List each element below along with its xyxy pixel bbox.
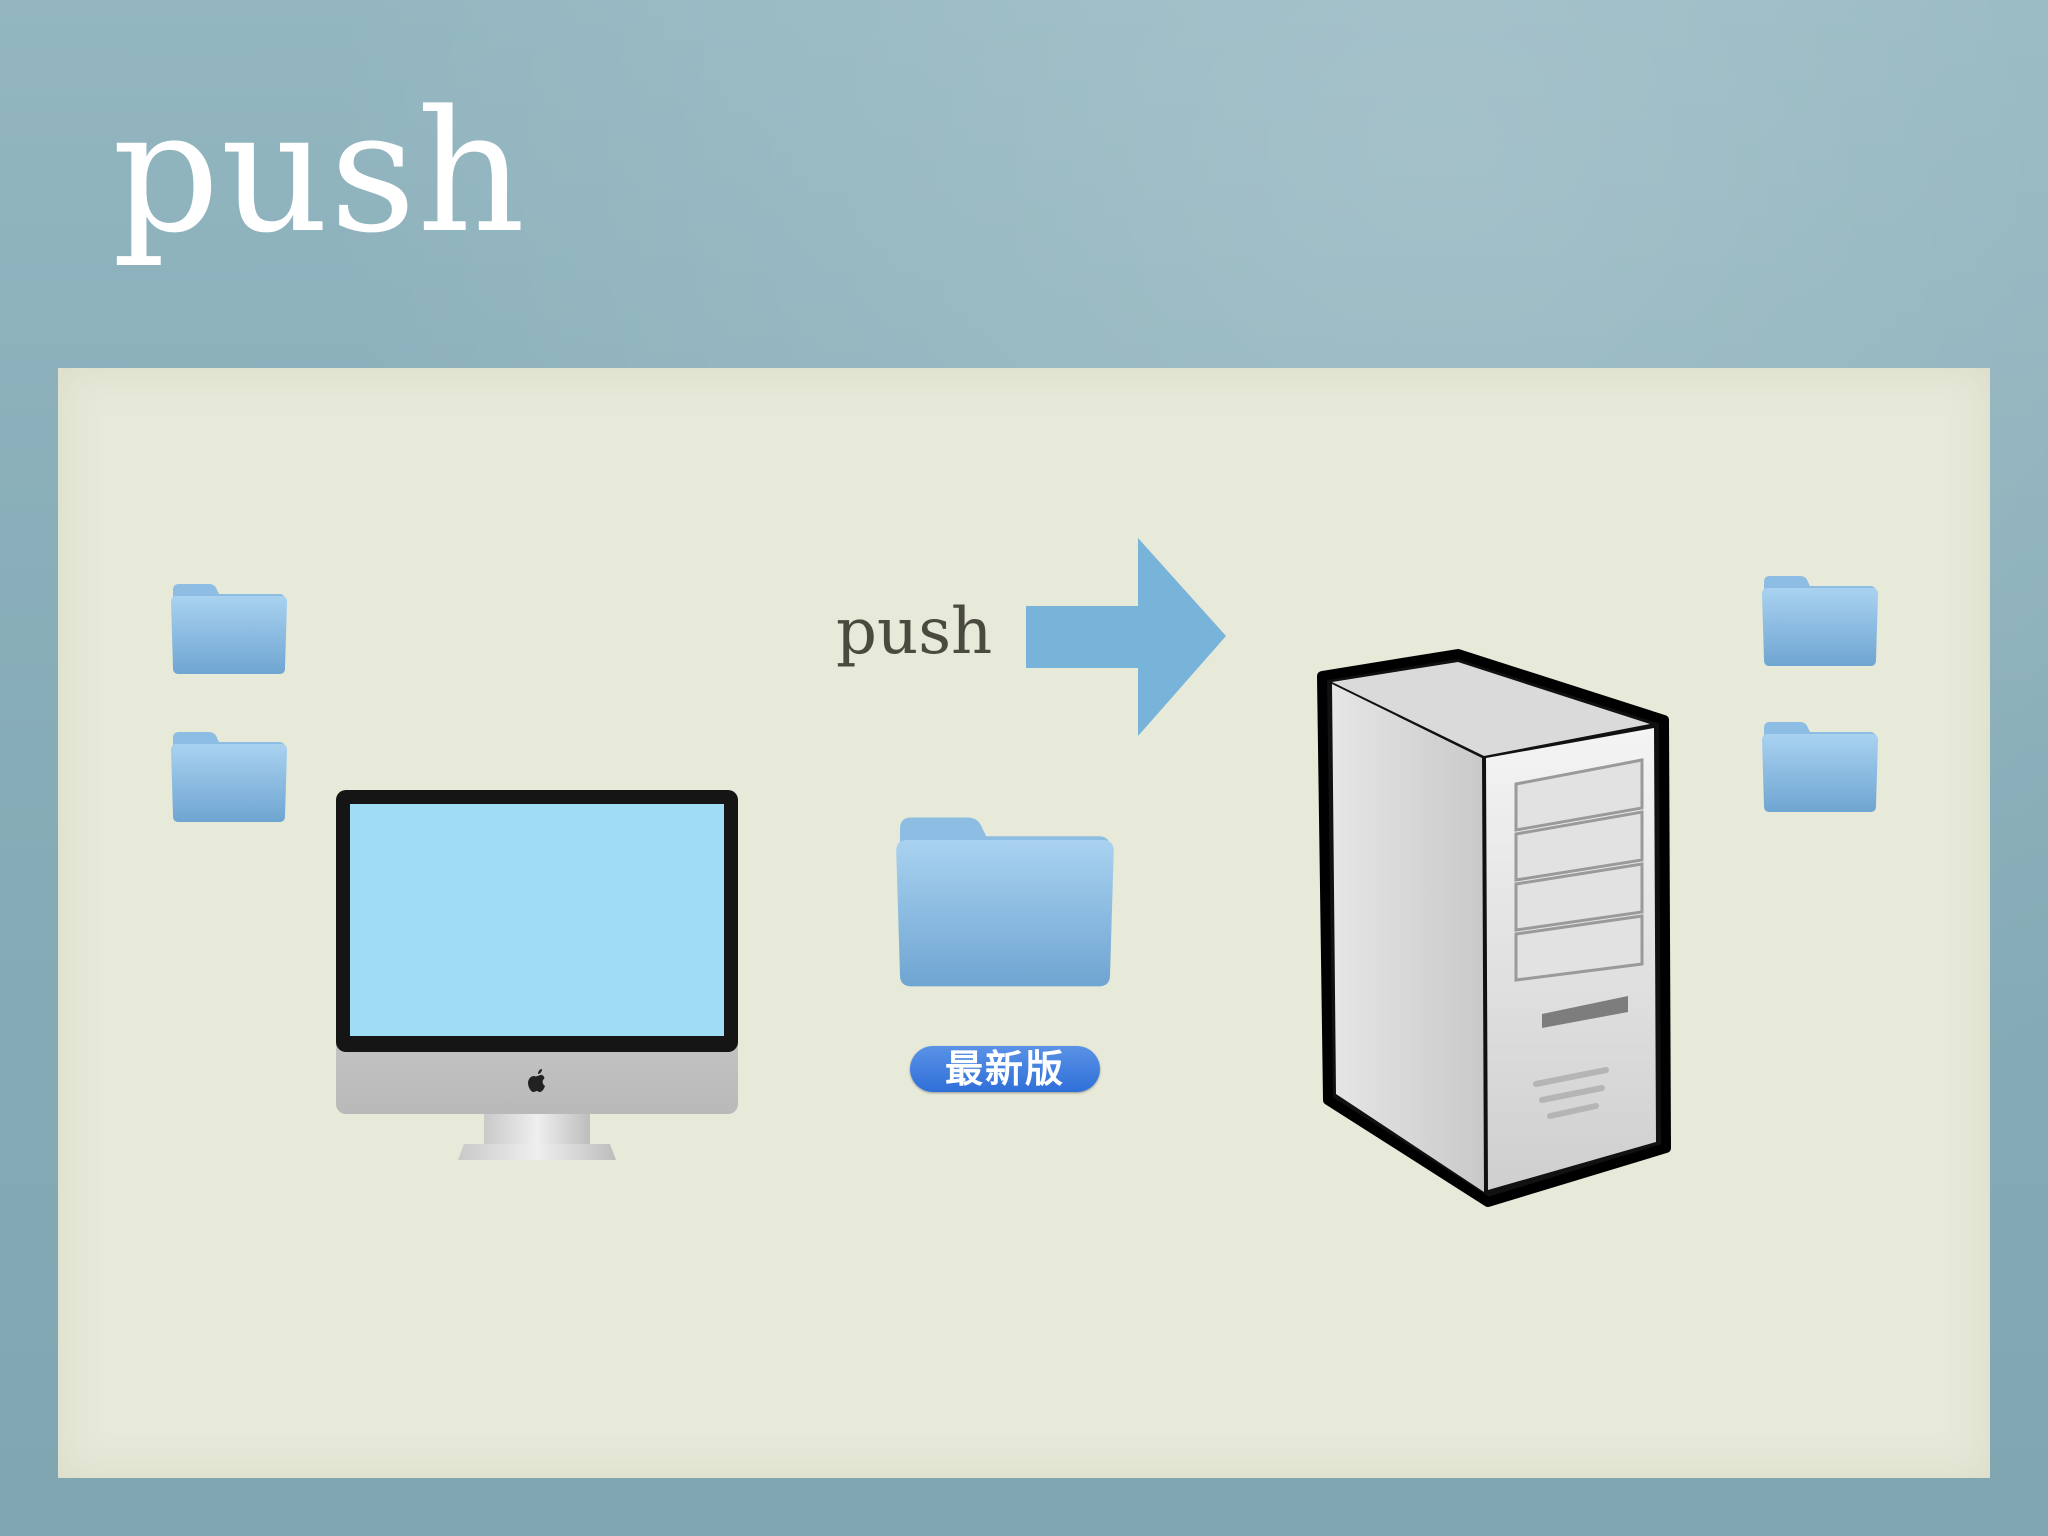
right-arrow-icon [1024,536,1228,738]
server-tower-icon [1310,648,1676,1208]
slide-title: push [112,74,527,270]
latest-version-badge: 最新版 [910,1046,1100,1092]
imac-computer-icon [334,788,740,1166]
push-label: push [836,595,993,669]
folder-icon [890,810,1120,990]
folder-icon [1758,718,1882,814]
apple-logo-icon [526,1068,548,1094]
folder-icon [168,580,290,676]
folder-icon [168,728,290,824]
folder-icon [1758,572,1882,668]
